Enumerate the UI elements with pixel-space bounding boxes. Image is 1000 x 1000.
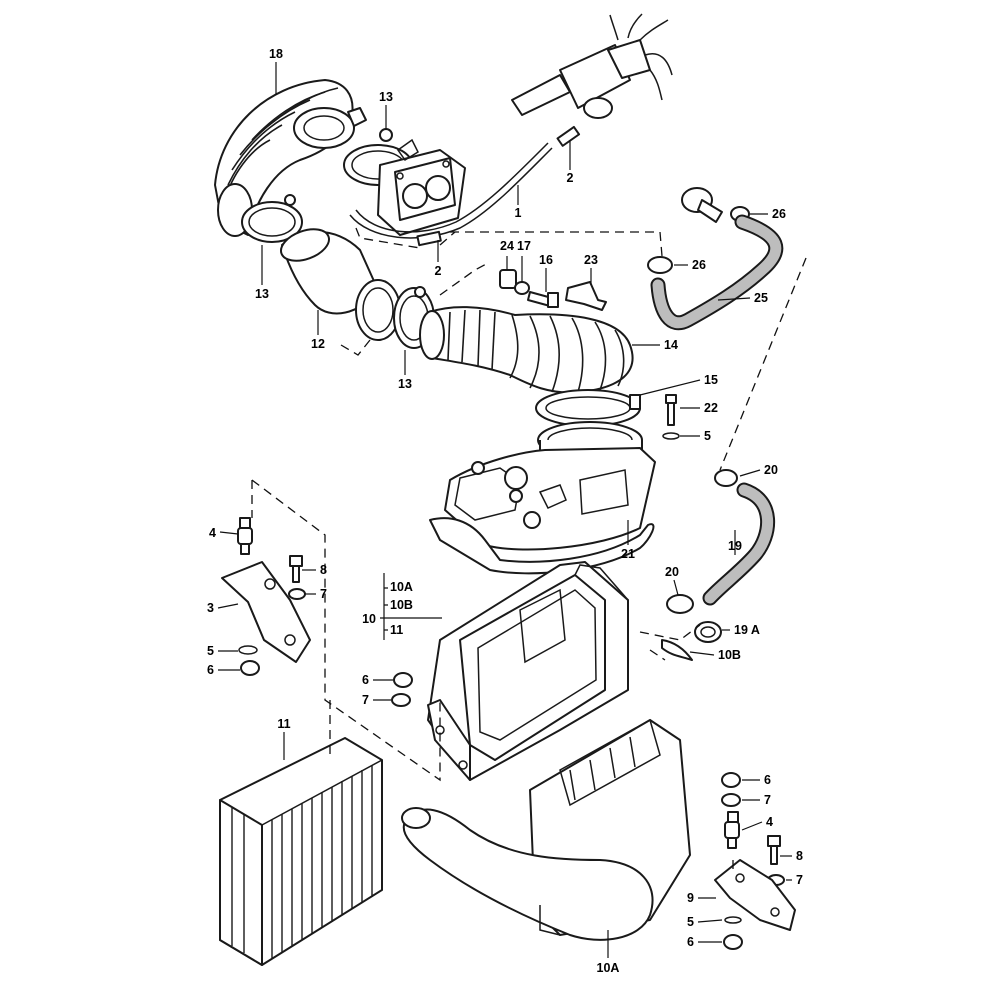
part-7-washer-left: [288, 588, 306, 600]
part-22-bolt: [665, 394, 677, 426]
label-4-right: 4: [766, 815, 773, 829]
label-2-lower: 2: [435, 264, 442, 278]
part-20-clamp-upper: [714, 469, 738, 487]
label-3: 3: [207, 601, 214, 615]
part-25-breather-hose: [650, 214, 784, 331]
label-1: 1: [515, 206, 522, 220]
label-7-right-upper: 7: [764, 793, 771, 807]
part-13-clamp-left: [241, 194, 303, 243]
label-5-left: 5: [207, 644, 214, 658]
part-6-nut-right-upper: [721, 772, 741, 788]
part-14-ribbed-duct: [419, 306, 634, 394]
label-13-top: 13: [379, 90, 393, 104]
label-16: 16: [539, 253, 553, 267]
label-6-right-upper: 6: [764, 773, 771, 787]
part-6-nut-middle: [393, 672, 413, 688]
label-23: 23: [584, 253, 598, 267]
label-25: 25: [754, 291, 768, 305]
sensor-valve-assembly: [511, 13, 673, 119]
part-10b-flap: [661, 639, 693, 661]
label-26-lower: 26: [692, 258, 706, 272]
part-10-air-box-lower: [427, 561, 629, 781]
part-9-bracket-right: [714, 859, 796, 931]
part-6-nut-right-lower: [723, 934, 743, 950]
part-5-clip-right: [724, 916, 742, 924]
label-26-upper: 26: [772, 207, 786, 221]
part-21-upper-housing: [429, 421, 656, 575]
part-11-air-filter-element: [219, 737, 383, 966]
label-9: 9: [687, 891, 694, 905]
part-18-intake-elbow: [214, 79, 367, 237]
part-2-hose-sleeve-lower: [416, 230, 442, 247]
label-12: 12: [311, 337, 325, 351]
label-8-left: 8: [320, 563, 327, 577]
label-17: 17: [517, 239, 531, 253]
part-23-bracket: [565, 281, 607, 311]
part-12-connecting-hose: [280, 228, 401, 341]
label-5-upper: 5: [704, 429, 711, 443]
label-19a: 19 A: [734, 623, 760, 637]
part-5-clip-upper: [662, 432, 680, 440]
label-4-left: 4: [209, 526, 216, 540]
label-24: 24: [500, 239, 514, 253]
part-17-washer: [514, 281, 530, 295]
part-6-nut-left: [240, 660, 260, 676]
label-10a-group: 10A: [390, 580, 413, 594]
part-10a-air-box-shell: [401, 718, 691, 941]
label-6-right-lower: 6: [687, 935, 694, 949]
part-8-bolt-left: [289, 555, 303, 583]
part-1-vacuum-line: [349, 142, 553, 239]
label-5-right: 5: [687, 915, 694, 929]
label-2-upper: 2: [567, 171, 574, 185]
part-19-vent-hose: [702, 482, 775, 606]
part-2-hose-sleeve-upper: [556, 125, 581, 147]
part-19a-grommet: [694, 621, 722, 643]
part-3-bracket-left: [221, 561, 311, 663]
part-16-bolt: [527, 291, 559, 308]
label-7-left: 7: [320, 587, 327, 601]
label-20-lower: 20: [665, 565, 679, 579]
label-13-left: 13: [255, 287, 269, 301]
label-13-middle: 13: [398, 377, 412, 391]
part-7-washer-middle: [391, 693, 411, 707]
label-18: 18: [269, 47, 283, 61]
label-6-left: 6: [207, 663, 214, 677]
label-20-upper: 20: [764, 463, 778, 477]
label-7-right-lower: 7: [796, 873, 803, 887]
part-8-bolt-right: [767, 835, 781, 865]
label-10a-shell: 10A: [597, 961, 620, 975]
part-20-clamp-lower: [666, 594, 694, 614]
assembly-dashed-lines: [251, 227, 807, 875]
label-22: 22: [704, 401, 718, 415]
label-10b-group: 10B: [390, 598, 413, 612]
throttle-body: [377, 138, 466, 236]
part-26-clamp-lower: [647, 256, 673, 274]
part-5-clip-left: [238, 645, 258, 655]
part-4-rubber-mount-left: [237, 517, 253, 555]
callout-labels: 18 13 2 1 2 13 12 13 26 26 25 24 17 16 2…: [207, 47, 803, 975]
part-7-washer-right-upper: [721, 793, 741, 807]
label-10b-right: 10B: [718, 648, 741, 662]
label-8-right: 8: [796, 849, 803, 863]
part-4-rubber-mount-right: [724, 811, 740, 849]
label-11-group: 11: [390, 623, 403, 637]
part-15-hose-clamp: [535, 389, 641, 427]
part-26-cap: [681, 187, 723, 223]
label-11-filter: 11: [277, 717, 290, 731]
label-10: 10: [362, 612, 376, 626]
part-24-bushing: [499, 269, 517, 289]
label-14: 14: [664, 338, 678, 352]
label-15: 15: [704, 373, 718, 387]
leader-lines: [217, 62, 792, 958]
label-19: 19: [728, 539, 742, 553]
label-21: 21: [621, 547, 635, 561]
label-6-middle: 6: [362, 673, 369, 687]
label-7-middle: 7: [362, 693, 369, 707]
